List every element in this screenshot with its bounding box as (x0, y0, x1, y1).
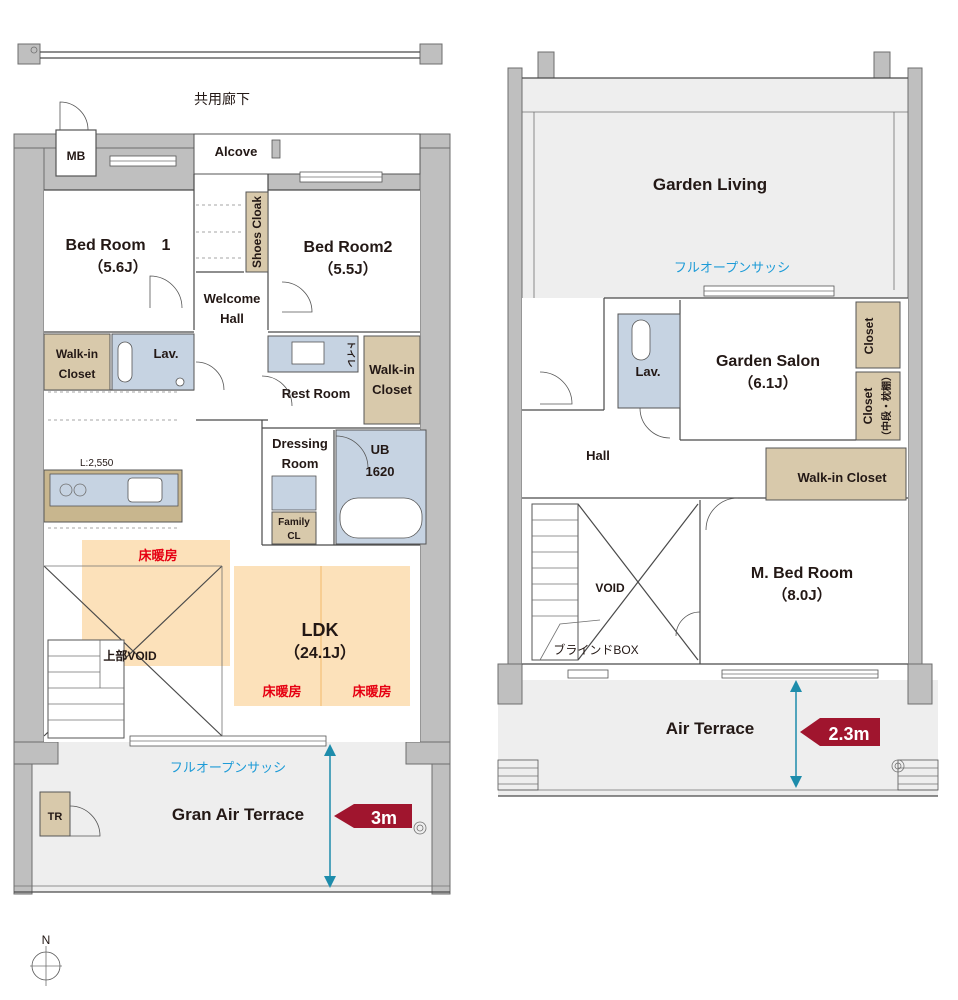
toilet-label: トイレ (346, 340, 356, 367)
void-diagonal-4 (577, 503, 699, 661)
kitchen-length: L:2,550 (80, 458, 114, 469)
staircase-right (531, 503, 601, 661)
walk-in-closet-2-label-2: Closet (372, 382, 412, 397)
closet-b-label: Closet (861, 388, 875, 425)
walk-in-closet-2-label-1: Walk-in (369, 362, 415, 377)
walk-in-closet-1-label-1: Walk-in (56, 347, 98, 361)
air-terrace-depth-dimension (790, 680, 880, 788)
bed-room-1-name: Bed Room 1 (66, 237, 171, 254)
mb-box (55, 129, 97, 177)
north-compass (30, 946, 62, 986)
north-label: N (42, 933, 51, 947)
floor-heating-label-1: 床暖房 (138, 548, 177, 563)
staircase-left (47, 639, 125, 739)
dressing-room-label-1: Dressing (272, 436, 328, 451)
left-unit: 共用廊下 MB Alcove (13, 43, 451, 895)
right-unit: Garden Living フルオープンサッシ Lav. Garden Salo… (497, 51, 939, 797)
welcome-hall-label-1: Welcome (204, 291, 261, 306)
family-closet (271, 511, 317, 545)
void-label: VOID (595, 581, 625, 595)
bed-room-2-name: Bed Room2 (304, 239, 393, 256)
closet-a (855, 301, 901, 369)
air-terrace-depth-badge: 2.3m (828, 724, 869, 744)
closet-b (855, 371, 901, 441)
ldk-name: LDK (302, 620, 339, 640)
bathtub (339, 497, 423, 539)
corridor-label: 共用廊下 (194, 91, 250, 107)
walk-in-closet-1 (43, 333, 111, 391)
full-open-sash-label-1: フルオープンサッシ (170, 760, 286, 775)
upper-void-label: 上部VOID (103, 648, 157, 663)
unit-bath-label-2: 1620 (366, 464, 395, 479)
bed-room-2-door (281, 281, 313, 313)
rest-room-label: Rest Room (282, 386, 351, 401)
welcome-hall-label-2: Hall (220, 311, 244, 326)
walk-in-closet-3 (765, 447, 907, 501)
air-terrace-label: Air Terrace (666, 719, 755, 738)
kitchen-sink (127, 477, 163, 503)
entrance-step (196, 204, 244, 273)
family-closet-label-1: Family (278, 517, 310, 528)
walk-in-closet-1-label-2: Closet (59, 367, 96, 381)
lavatory-2-label: Lav. (635, 364, 660, 379)
unit-bath-label-1: UB (371, 442, 390, 457)
shoes-cloak-label: Shoes Cloak (250, 196, 264, 268)
dressing-room-label-2: Room (282, 456, 319, 471)
gran-air-terrace-label: Gran Air Terrace (172, 805, 304, 824)
garden-living-area (520, 78, 910, 298)
gran-terrace-depth-dimension (324, 744, 412, 888)
right-unit-east-wall (907, 67, 923, 681)
mb-label: MB (67, 149, 86, 163)
trunk-room-label: TR (48, 811, 63, 823)
garden-salon-size: （6.1J） (738, 374, 797, 392)
shoes-cloak (245, 191, 269, 273)
bed-room-1-door (149, 275, 183, 309)
dressing-counter (271, 475, 317, 511)
gran-terrace-depth-badge: 3m (371, 808, 397, 828)
master-bed-room-size: （8.0J） (772, 586, 831, 604)
blind-box-label: ブラインドBOX (553, 642, 638, 657)
trunk-room (39, 791, 71, 837)
alcove-label: Alcove (215, 144, 258, 159)
walk-in-closet-2 (363, 335, 421, 425)
closet-a-label: Closet (862, 318, 876, 355)
full-open-sash-label-2: フルオープンサッシ (674, 260, 790, 275)
left-outer-wall (13, 133, 45, 765)
walk-in-closet-3-label: Walk-in Closet (797, 470, 887, 485)
lavatory-1-label: Lav. (153, 346, 178, 361)
floor-heating-label-2: 床暖房 (262, 684, 301, 699)
floor-heating-label-3: 床暖房 (352, 684, 391, 699)
floor-heating-zone-2 (234, 566, 410, 706)
right-unit-west-wall (507, 67, 523, 681)
bedroom-windows (109, 155, 383, 183)
garden-living-label: Garden Living (653, 175, 767, 194)
bed-room-1-size: （5.6J） (88, 258, 147, 276)
ldk-size: （24.1J） (284, 644, 356, 662)
corridor-railing (17, 43, 443, 65)
family-closet-label-2: CL (287, 531, 300, 542)
closet-b-note: （中段・枕棚） (880, 371, 893, 441)
hall-label: Hall (586, 448, 610, 463)
master-bed-room-name: M. Bed Room (751, 565, 853, 582)
bed-room-2-size: （5.5J） (318, 260, 377, 278)
garden-salon-name: Garden Salon (716, 353, 820, 370)
